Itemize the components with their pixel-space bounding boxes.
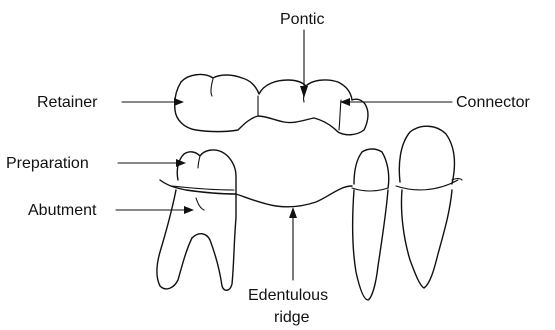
edentulous-ridge-line bbox=[236, 186, 352, 207]
left-root-distal bbox=[192, 194, 236, 290]
preparation-cusp bbox=[198, 156, 200, 168]
far-right-root bbox=[401, 190, 452, 288]
label-retainer: Retainer bbox=[37, 94, 98, 111]
edentulous-arrowhead bbox=[289, 207, 297, 218]
pontic-arrowhead bbox=[300, 86, 308, 98]
label-connector: Connector bbox=[456, 94, 530, 111]
right-abutment-crown bbox=[354, 149, 389, 188]
connector-arrowhead bbox=[340, 98, 350, 106]
left-root-mesial bbox=[157, 190, 192, 289]
right-abutment-root bbox=[353, 190, 388, 300]
far-right-crown bbox=[399, 126, 454, 184]
right-abutment-margin bbox=[352, 188, 388, 191]
label-abutment: Abutment bbox=[28, 202, 97, 219]
far-right-tooth bbox=[396, 126, 462, 288]
retainer-arrowhead bbox=[174, 98, 184, 106]
bridge-crown bbox=[175, 75, 368, 135]
label-edentulous-line2: ridge bbox=[274, 309, 310, 326]
label-edentulous-line1: Edentulous bbox=[248, 287, 328, 304]
far-right-gum bbox=[452, 179, 462, 181]
left-root-split bbox=[196, 198, 204, 210]
abutment-arrowhead bbox=[184, 206, 194, 214]
label-preparation: Preparation bbox=[6, 155, 89, 172]
right-abutment-tooth bbox=[352, 149, 389, 300]
left-abutment-tooth bbox=[157, 150, 236, 290]
connector-line-right bbox=[339, 100, 341, 130]
left-gumline bbox=[160, 180, 236, 194]
retainer-groove bbox=[211, 79, 213, 96]
preparation-arrowhead bbox=[176, 159, 186, 167]
far-right-margin bbox=[396, 180, 458, 190]
label-pontic: Pontic bbox=[280, 11, 324, 28]
